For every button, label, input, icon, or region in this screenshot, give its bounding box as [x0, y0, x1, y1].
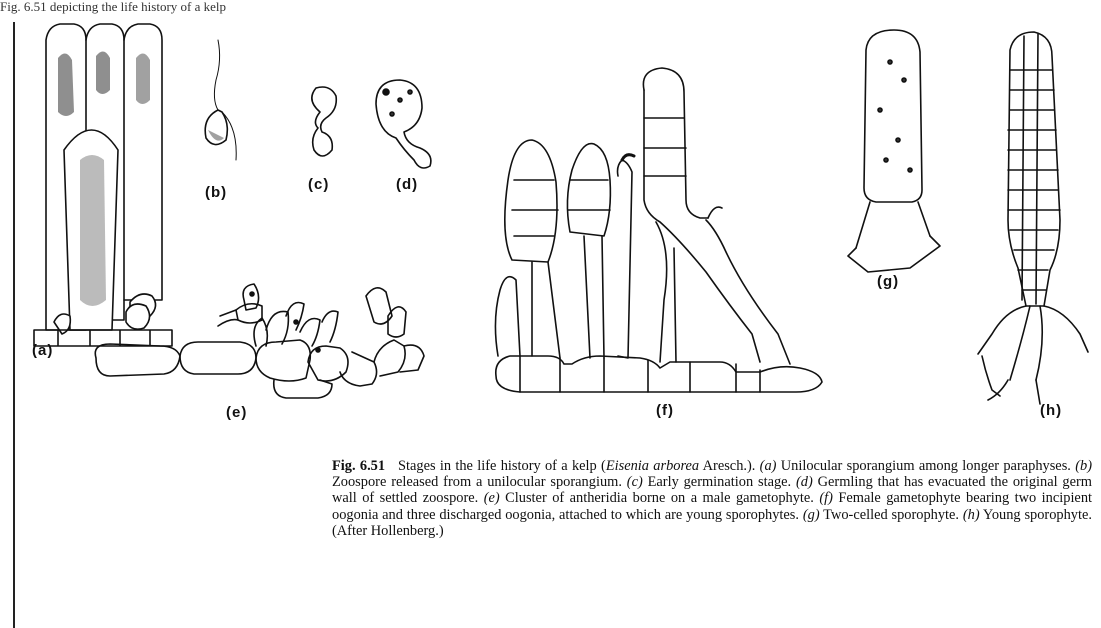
caption-item-text: Two-celled sporophyte. — [820, 507, 963, 523]
caption-intro: Stages in the life history of a kelp ( — [398, 458, 606, 474]
drawing-d-germling — [376, 80, 431, 168]
caption-item-text: Cluster of antheridia borne on a male ga… — [500, 490, 820, 506]
drawing-h-young-sporophyte — [978, 32, 1088, 404]
drawing-g-sporophyte — [848, 30, 940, 272]
caption-item-text: Unilocular sporangium among longer parap… — [776, 458, 1075, 474]
label-h: (h) — [1040, 402, 1062, 419]
drawing-f-female-gametophyte — [495, 68, 822, 392]
caption-item-key: (d) — [796, 474, 813, 490]
label-f: (f) — [656, 402, 674, 419]
header-fragment: Fig. 6.51 depicting the life history of … — [0, 0, 1101, 16]
drawing-a-sporangium — [34, 24, 172, 346]
caption-item-text: Zoospore released from a unilocular spor… — [332, 474, 627, 490]
caption-item-key: (e) — [484, 490, 500, 506]
caption-item-key: (g) — [803, 507, 820, 523]
label-d: (d) — [396, 176, 418, 193]
caption-item-key: (c) — [627, 474, 643, 490]
figure-caption: Fig. 6.51 Stages in the life history of … — [332, 458, 1092, 539]
label-g: (g) — [877, 273, 899, 290]
caption-item-key: (f) — [819, 490, 833, 506]
drawing-c-germination — [312, 87, 336, 156]
label-b: (b) — [205, 184, 227, 201]
caption-item-text: Early germination stage. — [643, 474, 796, 490]
caption-item-key: (b) — [1075, 458, 1092, 474]
caption-item-key: (h) — [963, 507, 980, 523]
figure-number: Fig. 6.51 — [332, 458, 385, 474]
drawing-b-zoospore — [205, 40, 236, 160]
label-a: (a) — [32, 342, 53, 359]
label-e: (e) — [226, 404, 247, 421]
caption-author: Aresch.). — [699, 458, 760, 474]
label-c: (c) — [308, 176, 329, 193]
caption-item-key: (a) — [760, 458, 777, 474]
caption-species: Eisenia arborea — [606, 458, 699, 474]
